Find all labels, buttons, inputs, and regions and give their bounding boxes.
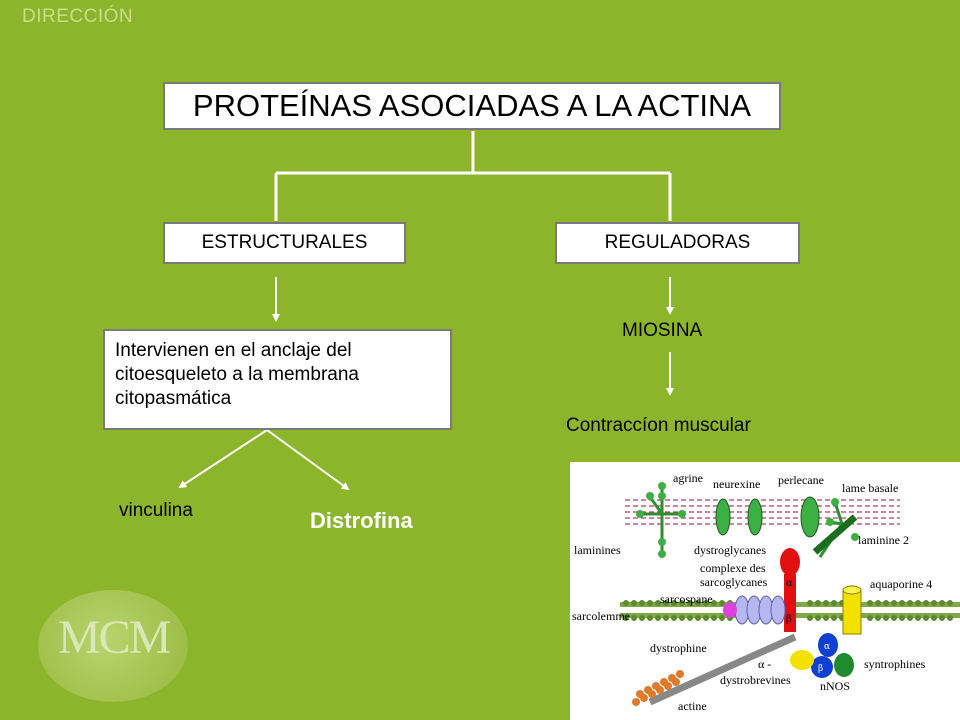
- label-neurexine: neurexine: [713, 477, 760, 491]
- perlecane-shape: [800, 496, 820, 538]
- regulatory-function-label: Contraccíon muscular: [566, 415, 751, 436]
- logo-circle: [38, 590, 188, 702]
- label-nnos: nNOS: [820, 679, 850, 693]
- actine-filament: [632, 670, 684, 706]
- dystrophin-complex-figure: α β α β: [570, 462, 960, 720]
- label-alpha-minus: α -: [758, 657, 771, 671]
- label-sarcospane: sarcospane: [660, 592, 713, 606]
- regulatory-protein-label: MIOSINA: [622, 320, 703, 341]
- structural-category-box: ESTRUCTURALES: [163, 222, 406, 264]
- aquaporine-shape: [842, 589, 862, 635]
- sarcoglycan-complex: [734, 595, 786, 625]
- label-perlecane: perlecane: [778, 473, 824, 487]
- syntrophine-alpha-symbol: α: [824, 642, 830, 652]
- agrine-shape: [715, 498, 731, 536]
- title-box: PROTEÍNAS ASOCIADAS A LA ACTINA: [163, 82, 781, 130]
- label-complexe: complexe des: [700, 561, 766, 575]
- label-agrine: agrine: [673, 471, 703, 485]
- header-label: DIRECCIÓN: [22, 6, 134, 27]
- arrow-to-distrofina: [266, 429, 350, 491]
- label-aquaporine: aquaporine 4: [870, 577, 932, 591]
- beta-symbol: β: [786, 614, 792, 625]
- laminin-right-beads: [826, 498, 859, 541]
- syntrophine-beta-symbol: β: [818, 664, 823, 674]
- dystrophin-complex-drawing: α β α β: [572, 471, 960, 713]
- example-vinculina: vinculina: [119, 500, 193, 521]
- laminin-left-beads: [636, 482, 686, 558]
- label-dystrophine: dystrophine: [650, 641, 707, 655]
- syntrophine-alpha: [818, 633, 838, 657]
- label-dystrobrevines: dystrobrevines: [720, 673, 791, 687]
- dystroglycan-alpha-top: [780, 548, 800, 576]
- aquaporine-top: [842, 585, 862, 595]
- dystrophine-rod: [648, 633, 797, 706]
- sarcospane-shape: [723, 602, 737, 618]
- regulatory-category-box: REGULADORAS: [555, 222, 800, 264]
- dystroglycan-alpha: [784, 574, 796, 602]
- label-sarcoglycanes: sarcoglycanes: [700, 575, 768, 589]
- label-dystroglycanes: dystroglycanes: [694, 543, 766, 557]
- dystrobrevine-shape: [790, 650, 814, 670]
- label-syntrophines: syntrophines: [864, 657, 926, 671]
- syntrophine-beta: [811, 656, 833, 678]
- arrow-to-vinculina: [178, 429, 268, 489]
- laminine2-bar: [812, 514, 858, 555]
- label-laminine2: laminine 2: [858, 533, 909, 547]
- nnos-shape: [834, 653, 854, 677]
- structural-description-box: Intervienen en el anclaje del citoesquel…: [103, 329, 452, 430]
- basal-lamina-lines: [625, 499, 900, 525]
- alpha-symbol: α: [786, 578, 793, 589]
- example-distrofina: Distrofina: [310, 508, 413, 533]
- dystroglycan-beta: [784, 602, 796, 632]
- label-lame-basale: lame basale: [842, 481, 898, 495]
- label-actine: actine: [678, 699, 707, 713]
- neurexine-shape: [747, 498, 763, 536]
- logo-text: MCM: [58, 611, 171, 664]
- label-sarcolemme: sarcolemme: [572, 609, 630, 623]
- label-laminines: laminines: [574, 543, 621, 557]
